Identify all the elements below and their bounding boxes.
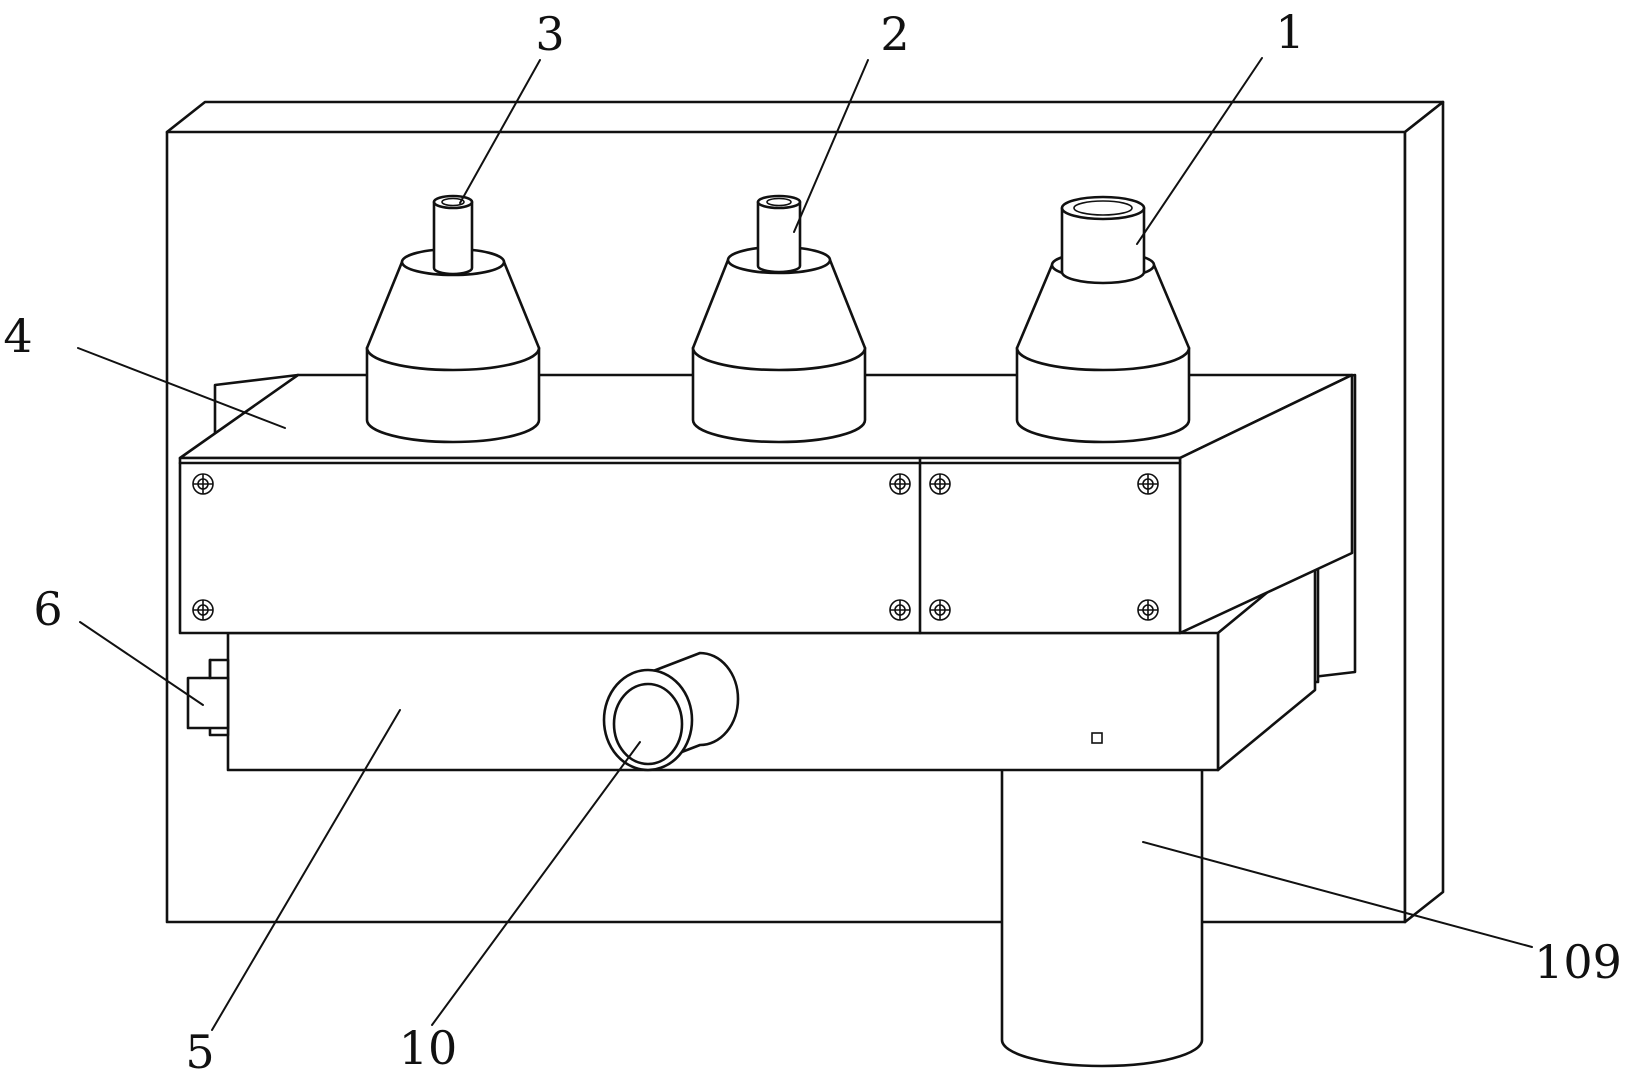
panel-screws: [192, 473, 1159, 621]
leader-6: [79, 621, 204, 706]
leader-4: [77, 347, 286, 429]
nozzle-1: [1015, 195, 1191, 444]
reference-numerals: 3 2 1 4 6 5 10 109: [3, 5, 1622, 1077]
leader-10: [431, 741, 641, 1026]
leader-lines: [77, 57, 1533, 1031]
label-5: 5: [185, 1025, 214, 1077]
front-port: [602, 651, 740, 772]
label-2: 2: [880, 7, 909, 61]
side-connector: [186, 658, 230, 737]
screw-icon: [929, 473, 951, 495]
lower-cylinder: [1000, 758, 1204, 1068]
nozzle-2: [691, 194, 867, 444]
screw-icon: [192, 473, 214, 495]
screw-icon: [1137, 599, 1159, 621]
nozzle-3: [365, 194, 541, 444]
label-6: 6: [33, 582, 62, 636]
label-4: 4: [3, 309, 32, 363]
screw-icon: [889, 473, 911, 495]
label-1: 1: [1275, 5, 1304, 59]
leader-3: [459, 59, 541, 204]
label-3: 3: [535, 7, 564, 61]
leader-5: [211, 709, 401, 1031]
screw-icon: [889, 599, 911, 621]
leader-109: [1142, 841, 1533, 948]
screw-icon: [1137, 473, 1159, 495]
leader-2: [793, 59, 869, 233]
leader-1: [1136, 57, 1263, 245]
label-10: 10: [399, 1021, 458, 1075]
screw-icon: [929, 599, 951, 621]
label-109: 109: [1534, 935, 1622, 989]
screw-icon: [192, 599, 214, 621]
